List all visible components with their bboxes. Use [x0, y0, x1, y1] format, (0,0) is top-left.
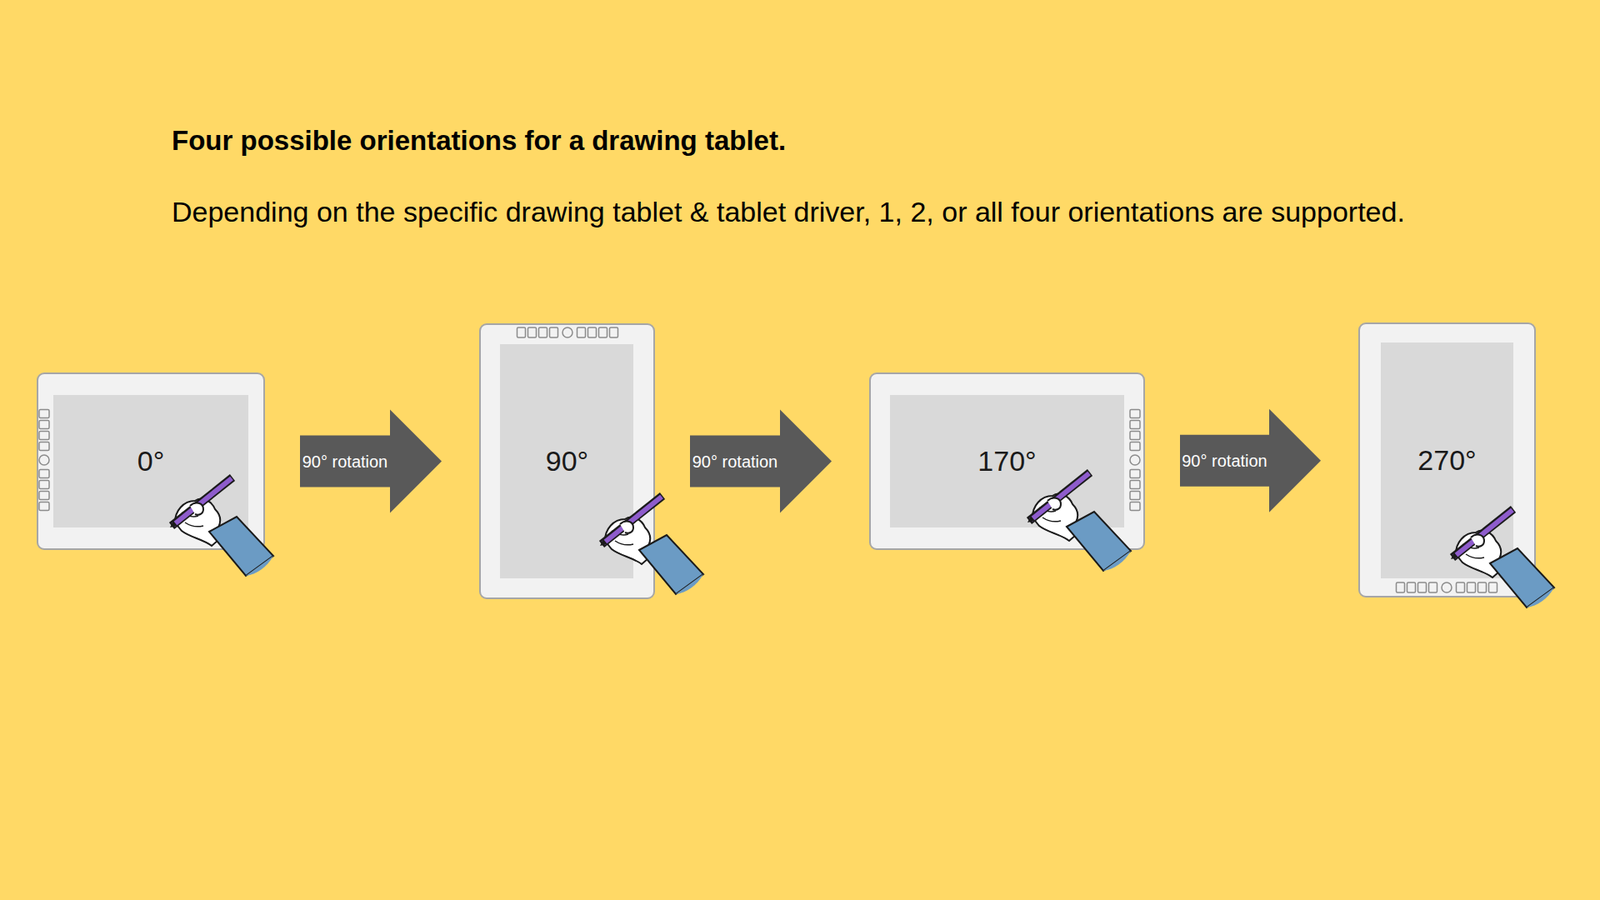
angle-label: 90°	[545, 445, 589, 478]
block-arrow	[300, 410, 442, 514]
arrow-label: 90° rotation	[301, 451, 389, 472]
note-text: Depending on the specific drawing tablet…	[171, 193, 1439, 230]
tablet-box: 270°	[1359, 323, 1535, 597]
block-arrow	[1180, 409, 1321, 513]
diagram-title: Four possible orientations for a drawing…	[171, 125, 786, 157]
tablet-box: 90°	[480, 324, 655, 599]
angle-label: 0°	[137, 445, 165, 478]
tablet-box: 0°	[37, 373, 265, 550]
tablet-box: 170°	[870, 373, 1145, 550]
arrow-label: 90° rotation	[691, 451, 779, 472]
arrow-label: 90° rotation	[1181, 450, 1269, 471]
angle-label: 170°	[977, 445, 1036, 478]
angle-label: 270°	[1417, 444, 1476, 477]
block-arrow	[690, 410, 832, 514]
